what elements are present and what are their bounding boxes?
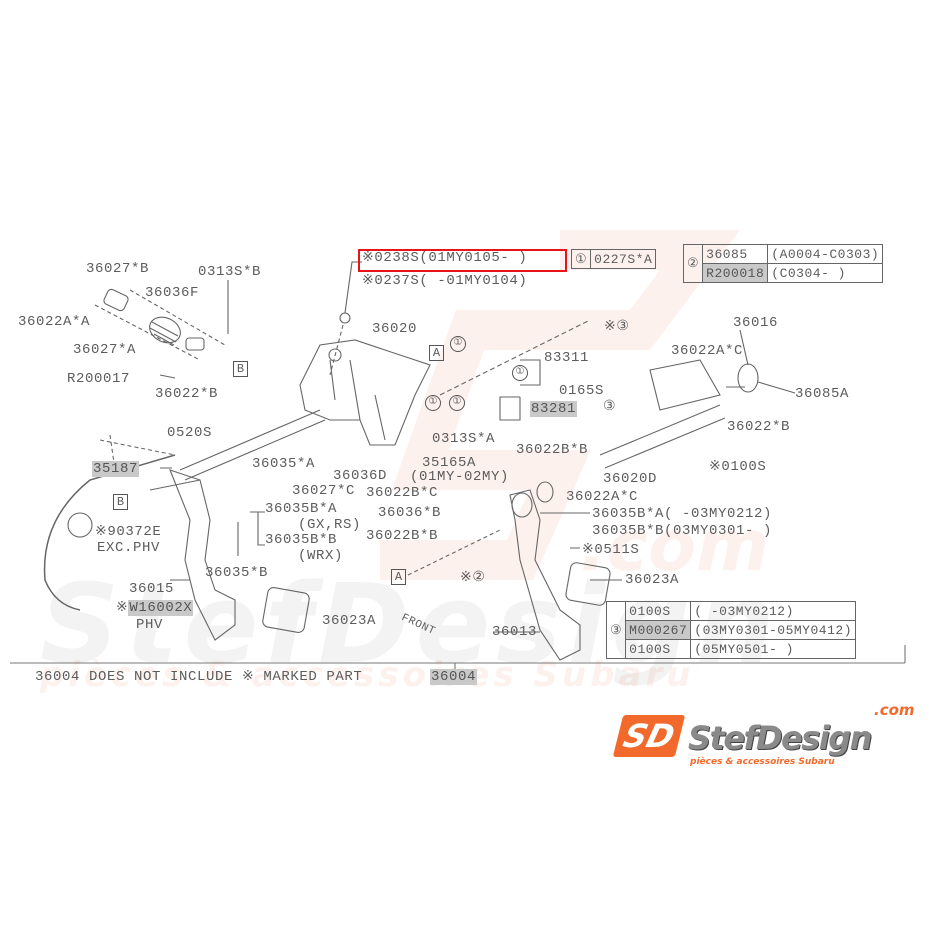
table3-range: (03MY0301-05MY0412) — [690, 620, 856, 640]
pedal-bracket — [299, 261, 431, 446]
part-label-36022-b-right: 36022*B — [727, 419, 791, 435]
part-label-36022a-c-up: 36022A*C — [671, 343, 744, 359]
table3-key: ③ — [605, 601, 627, 659]
table1-key: ① — [570, 249, 592, 269]
table3-range: (05MY0501- ) — [690, 639, 856, 659]
part-label-0100s: ※0100S — [709, 459, 767, 475]
assembly-note: 36004 DOES NOT INCLUDE ※ MARKED PART — [35, 669, 363, 685]
part-label-36022b-b-low: 36022B*B — [366, 528, 439, 544]
table3-part: 0100S — [625, 639, 692, 659]
part-note-35165a: (01MY-02MY) — [410, 469, 510, 485]
part-mark-w16002x: ※ — [116, 600, 129, 616]
table1-part: 0227S*A — [590, 249, 657, 269]
table2-part: R200018 — [702, 263, 769, 283]
reference-table-2: ② 36085 (A0004-C0303) R200018 (C0304- ) — [682, 244, 884, 283]
reference-table-3: ③ 0100S ( -03MY0212) M000267 (03MY0301-0… — [605, 601, 856, 659]
part-label-36023a-left: 36023A — [322, 613, 377, 629]
part-label-90372e: ※90372E — [95, 524, 162, 540]
part-label-35187: 35187 — [92, 461, 140, 477]
part-label-36013: 36013 — [492, 624, 538, 640]
ref-0237s: ※0237S( -01MY0104) — [362, 273, 528, 289]
part-note-wrx: (WRX) — [298, 548, 344, 564]
part-label-36015: 36015 — [129, 581, 175, 597]
reference-2: ※② — [460, 570, 486, 586]
table2-part: 36085 — [702, 244, 769, 264]
pedal-pad-right — [565, 562, 611, 606]
part-label-36022b-b-up: 36022B*B — [516, 442, 589, 458]
part-label-36035b-a-right: 36035B*A( -03MY0212) — [592, 506, 773, 522]
part-label-36022b-c: 36022B*C — [366, 485, 439, 501]
table2-range: (A0004-C0303) — [767, 244, 884, 264]
part-label-36027-c: 36027*C — [292, 483, 356, 499]
part-label-36016: 36016 — [733, 315, 779, 331]
part-label-36022-b: 36022*B — [155, 386, 219, 402]
part-label-36035-a: 36035*A — [252, 456, 316, 472]
part-label-36022a-a: 36022A*A — [18, 314, 91, 330]
reference-circle-1: ① — [425, 395, 441, 411]
logo-name: StefDesign — [688, 719, 872, 757]
reference-circle-1: ① — [449, 395, 465, 411]
part-label-0313s-a: 0313S*A — [432, 431, 496, 447]
part-label-36036-b: 36036*B — [378, 505, 442, 521]
pedal-pad-left — [262, 587, 310, 633]
part-label-36036d: 36036D — [333, 468, 388, 484]
brake-pedal — [509, 481, 581, 661]
part-label-83281: 83281 — [530, 401, 578, 417]
logo-tagline: pièces & accessoires Subaru — [690, 757, 835, 767]
clutch-master-cylinder — [94, 280, 229, 379]
part-label-36035b-b: 36035B*B — [265, 532, 338, 548]
reference-circle-1: ① — [512, 365, 528, 381]
logo-com: .com — [874, 701, 915, 719]
reference-box-b-2: B — [113, 494, 128, 510]
part-label-36035b-b-right: 36035B*B(03MY0301- ) — [592, 523, 773, 539]
part-label-36035-b: 36035*B — [205, 565, 269, 581]
watermark-com: .com — [580, 505, 770, 587]
logo-mark: SD — [612, 715, 686, 757]
table2-key: ② — [682, 244, 704, 283]
part-label-0313s-b: 0313S*B — [198, 264, 262, 280]
part-label-0165s: 0165S — [559, 383, 605, 399]
part-note-exc-phv: EXC.PHV — [97, 540, 161, 556]
reference-3-marked: ※③ — [604, 319, 630, 335]
part-label-0520s: 0520S — [167, 425, 213, 441]
reference-box-b: B — [233, 361, 248, 377]
part-label-36022a-c-low: 36022A*C — [566, 489, 639, 505]
table2-range: (C0304- ) — [767, 263, 884, 283]
part-label-36085a: 36085A — [795, 386, 850, 402]
ref-0238s: ※0238S(01MY0105- ) — [362, 250, 528, 266]
part-label-36036f: 36036F — [145, 285, 200, 301]
part-label-35165a: 35165A — [422, 455, 477, 471]
assembly-part-number: 36004 — [430, 669, 478, 685]
part-label-r200017: R200017 — [67, 371, 131, 387]
reference-3: ③ — [603, 399, 617, 415]
table3-part: 0100S — [625, 601, 692, 621]
part-label-w16002x: W16002X — [128, 600, 194, 616]
highlight-box — [358, 249, 567, 272]
reference-circle-1: ① — [450, 336, 466, 352]
part-label-36027-b: 36027*B — [86, 261, 150, 277]
part-note-gx-rs: (GX,RS) — [298, 517, 362, 533]
part-label-0511s: ※0511S — [582, 542, 640, 558]
part-label-36020: 36020 — [372, 321, 418, 337]
part-label-36023a-right: 36023A — [625, 572, 680, 588]
stefdesign-logo: SD StefDesign .com pièces & accessoires … — [612, 701, 922, 771]
reference-box-a: A — [429, 345, 444, 361]
table3-part: M000267 — [625, 620, 692, 640]
part-note-phv: PHV — [136, 617, 164, 633]
part-label-83311: 83311 — [544, 350, 590, 366]
table3-range: ( -03MY0212) — [690, 601, 856, 621]
reference-box-a-2: A — [391, 569, 406, 585]
part-label-36035b-a: 36035B*A — [265, 501, 338, 517]
part-label-36020d: 36020D — [603, 471, 658, 487]
watermark-tagline: pièces & accessoires Subaru — [40, 655, 695, 695]
part-label-36027-a: 36027*A — [73, 342, 137, 358]
clutch-pedal — [149, 469, 236, 641]
